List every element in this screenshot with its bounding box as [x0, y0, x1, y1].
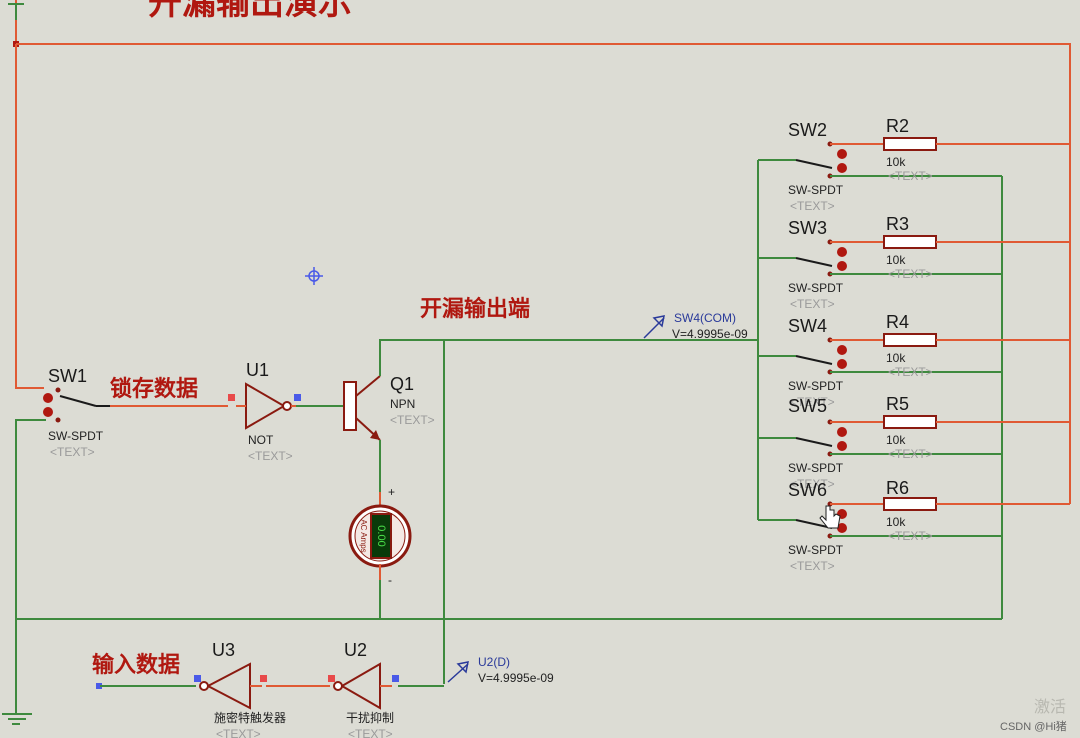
- ammeter-plus: +: [388, 485, 395, 499]
- u1-input-pin: [228, 394, 235, 401]
- r5-resistor[interactable]: R5 10k <TEXT>: [883, 394, 1070, 461]
- probe-sw4-com[interactable]: SW4(COM) V=4.9995e-09: [643, 311, 748, 341]
- hand-cursor-icon: [819, 505, 841, 529]
- u1-ref: U1: [246, 360, 269, 380]
- r4-text: <TEXT>: [888, 365, 933, 379]
- u3-text: <TEXT>: [216, 727, 261, 738]
- r5-value: 10k: [886, 433, 906, 447]
- vcc-bus: [15, 43, 1071, 504]
- probe-sw4-name: SW4(COM): [674, 311, 736, 325]
- ammeter-minus: -: [388, 573, 392, 587]
- sw4-switch[interactable]: SW4 SW-SPDT <TEXT>: [758, 316, 1002, 409]
- r5-ref: R5: [886, 394, 909, 414]
- r2-resistor[interactable]: R2 10k <TEXT>: [883, 116, 1070, 183]
- sw6-type: SW-SPDT: [788, 543, 844, 557]
- sw3-text: <TEXT>: [790, 297, 835, 311]
- power-terminal[interactable]: [8, 0, 24, 47]
- u3-schmitt-trigger[interactable]: U3 施密特触发器 <TEXT>: [199, 640, 286, 738]
- crosshair-icon: [305, 267, 323, 285]
- r4-resistor[interactable]: R4 10k <TEXT>: [883, 312, 1070, 379]
- sw1-text: <TEXT>: [50, 445, 95, 459]
- r4-value: 10k: [886, 351, 906, 365]
- sw3-switch[interactable]: SW3 SW-SPDT <TEXT>: [758, 218, 1002, 311]
- u1-type: NOT: [248, 433, 274, 447]
- sw6-ref: SW6: [788, 480, 827, 500]
- r6-ref: R6: [886, 478, 909, 498]
- u1-not-gate[interactable]: U1 NOT <TEXT>: [236, 360, 301, 463]
- q1-type: NPN: [390, 397, 415, 411]
- sw1-type: SW-SPDT: [48, 429, 104, 443]
- ammeter-reading: 0.00: [375, 525, 387, 546]
- input-data-label: 输入数据: [92, 652, 180, 678]
- sw3-type: SW-SPDT: [788, 281, 844, 295]
- csdn-watermark: CSDN @Hi猪: [1000, 720, 1067, 733]
- r2-ref: R2: [886, 116, 909, 136]
- r2-text: <TEXT>: [888, 169, 933, 183]
- sw2-ref: SW2: [788, 120, 827, 140]
- r6-text: <TEXT>: [888, 529, 933, 543]
- input-source-pin: [96, 683, 102, 689]
- r2-value: 10k: [886, 155, 906, 169]
- u3-ref: U3: [212, 640, 235, 660]
- u1-text: <TEXT>: [248, 449, 293, 463]
- r3-value: 10k: [886, 253, 906, 267]
- probe-u2-d[interactable]: U2(D) V=4.9995e-09: [447, 655, 554, 685]
- q1-text: <TEXT>: [390, 413, 435, 427]
- sw5-ref: SW5: [788, 396, 827, 416]
- sw5-text: <TEXT>: [790, 477, 835, 491]
- r3-ref: R3: [886, 214, 909, 234]
- sw6-switch[interactable]: SW6 SW-SPDT <TEXT>: [758, 480, 1002, 573]
- sw5-switch[interactable]: SW5 SW-SPDT <TEXT>: [758, 396, 1002, 491]
- latch-data-label: 锁存数据: [110, 376, 198, 402]
- ac-ammeter[interactable]: + 0.00 AC Amps -: [348, 485, 412, 587]
- sw2-switch[interactable]: SW2 SW-SPDT <TEXT>: [758, 120, 1002, 213]
- ammeter-label: AC Amps: [359, 519, 368, 552]
- sw3-ref: SW3: [788, 218, 827, 238]
- open-drain-label: 开漏输出端: [420, 296, 530, 322]
- q1-transistor[interactable]: Q1 NPN <TEXT>: [343, 374, 435, 441]
- q1-ref: Q1: [390, 374, 414, 394]
- probe-u2-value: V=4.9995e-09: [478, 671, 554, 685]
- u2-type: 干扰抑制: [346, 710, 394, 725]
- r3-resistor[interactable]: R3 10k <TEXT>: [883, 214, 1070, 281]
- ground-icon: [2, 700, 32, 725]
- sw4-ref: SW4: [788, 316, 827, 336]
- r3-text: <TEXT>: [888, 267, 933, 281]
- activate-watermark: 激活: [1034, 698, 1066, 716]
- probe-u2-name: U2(D): [478, 655, 510, 669]
- sw1-switch[interactable]: SW1 SW-SPDT <TEXT>: [43, 366, 110, 459]
- r6-value: 10k: [886, 515, 906, 529]
- u3-type: 施密特触发器: [214, 710, 286, 725]
- diagram-title: 开漏输出演示: [148, 0, 352, 23]
- sw2-text: <TEXT>: [790, 199, 835, 213]
- u2-ref: U2: [344, 640, 367, 660]
- ground-wire: [15, 419, 1002, 712]
- u2-buffer[interactable]: U2 干扰抑制 <TEXT>: [333, 640, 399, 738]
- sw1-ref: SW1: [48, 366, 87, 386]
- r6-resistor[interactable]: R6 10k <TEXT>: [883, 478, 1070, 543]
- sw4-text: <TEXT>: [790, 395, 835, 409]
- sw4-type: SW-SPDT: [788, 379, 844, 393]
- sw2-type: SW-SPDT: [788, 183, 844, 197]
- r4-ref: R4: [886, 312, 909, 332]
- sw5-type: SW-SPDT: [788, 461, 844, 475]
- u2-text: <TEXT>: [348, 727, 393, 738]
- probe-sw4-value: V=4.9995e-09: [672, 327, 748, 341]
- sw6-text: <TEXT>: [790, 559, 835, 573]
- r5-text: <TEXT>: [888, 447, 933, 461]
